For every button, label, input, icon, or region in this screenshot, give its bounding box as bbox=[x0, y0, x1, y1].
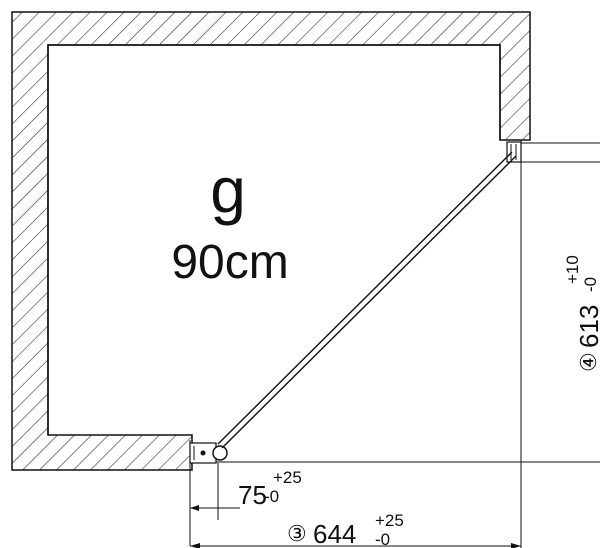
dim-644-tol-lower: -0 bbox=[375, 530, 390, 548]
dim-644-marker: ③ bbox=[287, 521, 307, 546]
dim-644-tol-upper: +25 bbox=[375, 511, 404, 530]
dim-644-line bbox=[190, 543, 521, 548]
dim-613-tol-upper: +10 bbox=[563, 255, 582, 284]
dim-75-value: 75 bbox=[238, 480, 267, 510]
dim-75-tol-lower: -0 bbox=[264, 487, 279, 506]
dim-75-tol-upper: +25 bbox=[273, 468, 302, 487]
dim-75-line bbox=[190, 505, 240, 511]
extension-lines bbox=[189, 140, 600, 548]
upper-hinge-bracket bbox=[506, 141, 522, 163]
lower-hinge-bracket bbox=[189, 442, 228, 464]
dim-613-group: ④ 613 +10 -0 bbox=[563, 255, 600, 372]
dim-613-value: 613 bbox=[574, 305, 600, 348]
inner-wall-outline bbox=[47, 44, 501, 435]
diagonal-glass-panel bbox=[217, 151, 517, 449]
label-size: 90cm bbox=[171, 236, 288, 289]
dim-613-marker: ④ bbox=[576, 352, 600, 372]
dim-613-tol-lower: -0 bbox=[581, 277, 600, 292]
dim-644-value: 644 bbox=[313, 519, 356, 548]
label-letter: g bbox=[210, 154, 246, 226]
